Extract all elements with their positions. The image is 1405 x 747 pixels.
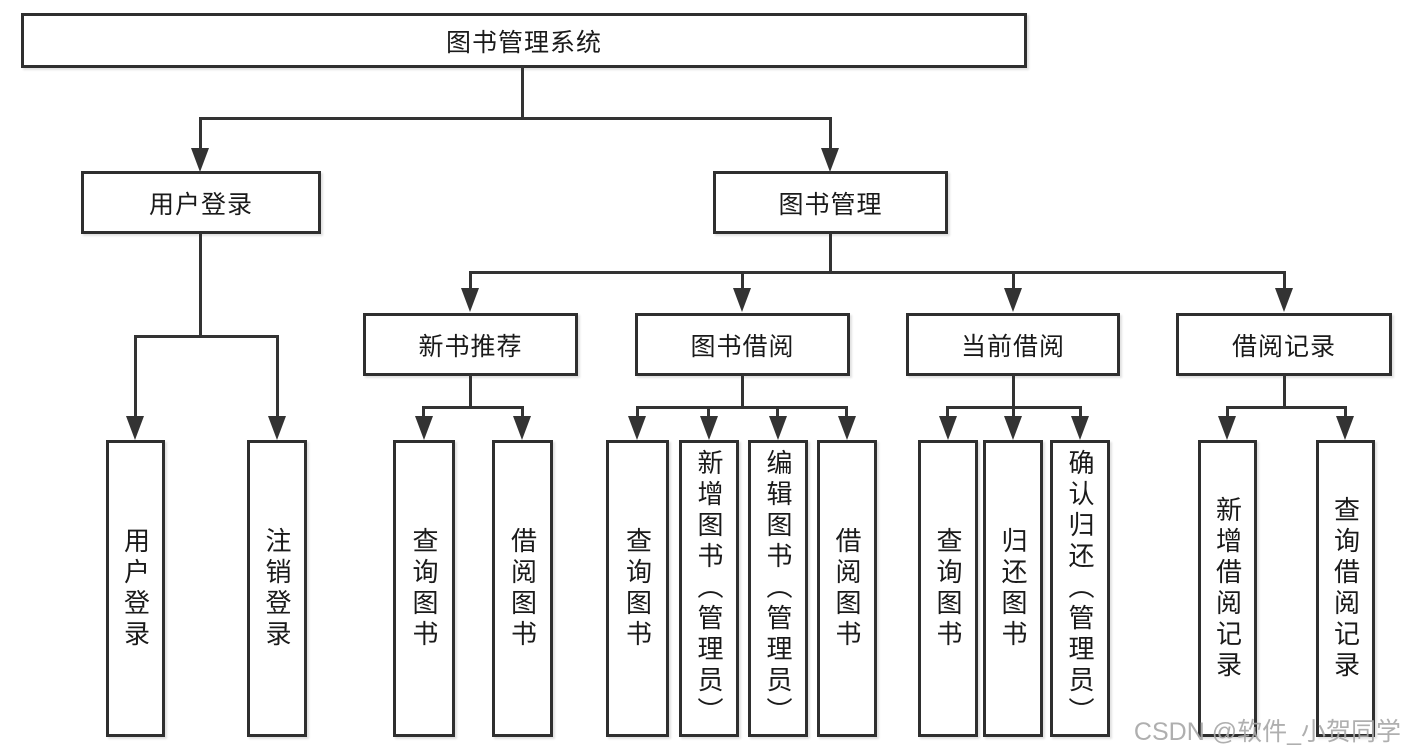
leaf-query-books-recommend: 查询图书 [393,440,455,737]
leaf-label: 查询借阅记录 [1330,495,1361,682]
leaf-label: 新增借阅记录 [1212,495,1243,682]
connector-drop-leaf [707,406,710,420]
leaf-query-books-borrow: 查询图书 [606,440,669,737]
arrowhead-down-icon [415,416,433,440]
connector-drop-user-login [199,117,202,152]
leaf-label: 编辑图书（管理员） [763,449,793,728]
connector-drop-l2 [1283,271,1286,292]
node-user-login: 用户登录 [81,171,321,234]
leaf-add-book-admin: 新增图书（管理员） [679,440,739,737]
arrowhead-down-icon [939,416,957,440]
leaf-borrow-book-recommend: 借阅图书 [492,440,553,737]
arrowhead-down-icon [1275,288,1293,312]
connector-borrow-branch [636,406,848,409]
connector-borrow-stem [741,375,744,409]
leaf-label: 查询图书 [622,526,653,651]
node-current-borrow: 当前借阅 [906,313,1120,376]
connector-drop-leaf [134,335,137,420]
leaf-add-borrow-record: 新增借阅记录 [1198,440,1257,737]
connector-drop-l2 [469,271,472,292]
leaf-query-books-current: 查询图书 [918,440,978,737]
connector-root-branch [199,117,832,120]
connector-drop-leaf [1012,406,1015,420]
arrowhead-down-icon [268,416,286,440]
arrowhead-down-icon [821,148,839,172]
connector-user-login-stem [199,233,202,338]
csdn-watermark: CSDN @软件_小贺同学 [1133,718,1401,746]
node-book-borrow: 图书借阅 [635,313,850,376]
connector-user-login-branch [134,335,279,338]
node-borrow-records: 借阅记录 [1176,313,1392,376]
arrowhead-down-icon [769,416,787,440]
arrowhead-down-icon [513,416,531,440]
arrowhead-down-icon [1004,416,1022,440]
node-book-management: 图书管理 [713,171,948,234]
leaf-user-login: 用户登录 [106,440,165,737]
connector-drop-leaf [845,406,848,420]
leaf-label: 借阅图书 [507,526,538,651]
node-library-management-system: 图书管理系统 [21,13,1027,68]
connector-drop-leaf [422,406,425,420]
arrowhead-down-icon [191,148,209,172]
arrowhead-down-icon [126,416,144,440]
leaf-label: 归还图书 [998,526,1028,651]
leaf-label: 用户登录 [120,526,151,651]
node-new-book-recommend: 新书推荐 [363,313,578,376]
connector-drop-book-management [829,117,832,152]
arrowhead-down-icon [700,416,718,440]
connector-recommend-branch [422,406,524,409]
connector-book-management-branch [469,271,1286,274]
connector-current-stem [1012,375,1015,409]
leaf-borrow-book: 借阅图书 [817,440,877,737]
leaf-query-borrow-record: 查询借阅记录 [1316,440,1375,737]
leaf-logout: 注销登录 [247,440,307,737]
connector-book-management-stem [829,233,832,274]
leaf-return-book: 归还图书 [983,440,1043,737]
connector-root-stem [521,66,524,120]
connector-drop-l2 [741,271,744,292]
connector-drop-leaf [521,406,524,420]
leaf-edit-book-admin: 编辑图书（管理员） [748,440,808,737]
connector-drop-l2 [1012,271,1015,292]
arrowhead-down-icon [838,416,856,440]
connector-records-branch [1226,406,1346,409]
leaf-label: 新增图书（管理员） [694,449,724,728]
arrowhead-down-icon [1071,416,1089,440]
connector-records-stem [1283,375,1286,409]
connector-drop-leaf [1226,406,1229,420]
arrowhead-down-icon [733,288,751,312]
arrowhead-down-icon [1004,288,1022,312]
arrowhead-down-icon [1336,416,1354,440]
leaf-label: 注销登录 [262,526,292,651]
connector-drop-leaf [636,406,639,420]
leaf-label: 查询图书 [933,526,963,651]
connector-drop-leaf [276,335,279,420]
leaf-confirm-return-admin: 确认归还（管理员） [1050,440,1110,737]
arrowhead-down-icon [1218,416,1236,440]
connector-drop-leaf [776,406,779,420]
connector-drop-leaf [1079,406,1082,420]
connector-recommend-stem [469,375,472,409]
leaf-label: 借阅图书 [832,526,862,651]
leaf-label: 确认归还（管理员） [1065,449,1095,728]
connector-drop-leaf [1344,406,1347,420]
leaf-label: 查询图书 [409,526,439,651]
arrowhead-down-icon [628,416,646,440]
arrowhead-down-icon [461,288,479,312]
connector-drop-leaf [946,406,949,420]
